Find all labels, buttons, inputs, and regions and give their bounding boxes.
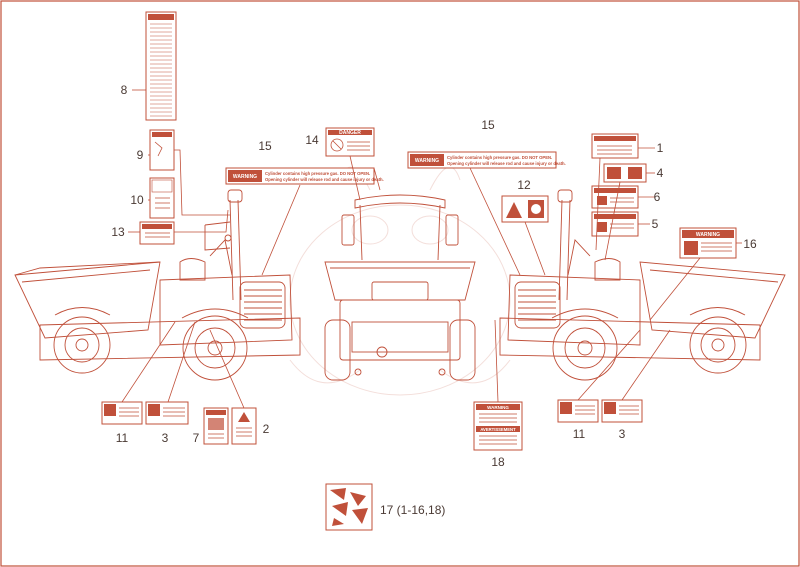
decal-11-right [557,399,599,423]
decal-kit-bag-17 [325,483,373,531]
callout-10: 10 [130,193,144,207]
callout-2: 2 [263,422,270,436]
callout-3-right: 3 [619,427,626,441]
decal-3-right [601,399,643,423]
decal-8-warning-strip [145,11,177,121]
background-watermark [289,166,511,396]
callout-1: 1 [657,141,664,155]
dumper-left-side-view [14,189,301,381]
callout-16: 16 [743,237,757,251]
decal-16-warning: WARNING [679,227,737,259]
decal-5 [591,211,639,237]
decal-18-word-fr: AVERTISSEMENT [480,427,516,432]
decal-14-text: DANGER [339,130,361,136]
callout-15-right: 15 [481,118,495,132]
decal-10 [149,177,175,219]
decal-15-right-line1: Cylinder contains high pressure gas. DO … [447,155,552,160]
decal-18-word: WARNING [487,405,509,410]
callout-9: 9 [137,148,144,162]
callout-7: 7 [193,431,200,445]
decal-3-left [145,401,189,425]
decal-7 [203,407,229,445]
decal-16-word: WARNING [696,232,720,238]
decal-15-left-line2: Opening cylinder will release rod and ca… [265,177,384,182]
callout-17: 17 (1-16,18) [380,503,445,517]
callout-12: 12 [517,178,531,192]
callout-18: 18 [491,455,505,469]
decal-15-left-line1: Cylinder contains high pressure gas. DO … [265,171,370,176]
decal-15-right-word: WARNING [415,158,439,164]
decal-12 [501,195,549,223]
decal-15-left-word: WARNING [233,174,257,180]
callout-5: 5 [652,217,659,231]
callout-3-left: 3 [162,431,169,445]
decal-15-right: WARNING Cylinder contains high pressure … [407,151,566,169]
dumper-front-view [324,194,476,381]
decal-9 [149,129,175,171]
callout-8: 8 [121,83,128,97]
decal-18-warning-avertissement: WARNING AVERTISSEMENT [473,401,523,451]
decal-4 [603,163,647,183]
dumper-right-side-view [499,189,786,381]
callout-13: 13 [111,225,125,239]
callout-15-left: 15 [258,139,272,153]
decal-15-left: WARNING Cylinder contains high pressure … [225,167,384,185]
decal-6 [591,185,639,209]
callout-11-right: 11 [573,427,586,441]
callout-6: 6 [654,190,661,204]
leader-lines [121,89,742,409]
callout-labels: 8 9 10 13 15 14 15 12 1 4 6 5 16 11 3 7 … [111,83,757,517]
decal-11-left [101,401,143,425]
decal-15-right-line2: Opening cylinder will release rod and ca… [447,161,566,166]
callout-11-left: 11 [116,431,129,445]
decal-13 [139,221,175,245]
callout-4: 4 [657,166,664,180]
decal-1 [591,133,639,159]
decal-2 [231,407,257,445]
callout-14: 14 [305,133,319,147]
decal-14-danger: DANGER [325,127,375,157]
